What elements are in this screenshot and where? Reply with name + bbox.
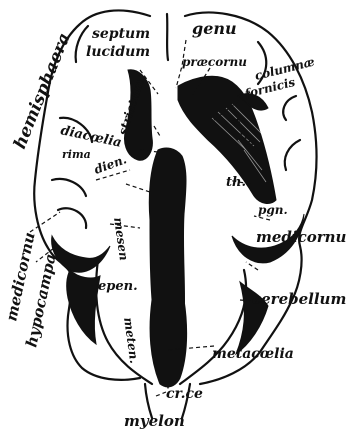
label-praecornu: præcornu	[182, 55, 247, 69]
label-septum: septum	[92, 26, 150, 42]
label-medicornu-right: medicornu	[256, 228, 347, 246]
left-medicornu	[52, 236, 110, 272]
label-crce: cr.ce	[166, 386, 203, 402]
longitudinal-fissure	[167, 14, 168, 60]
label-lucidum: lucidum	[86, 44, 150, 60]
label-pgn: pgn.	[258, 203, 288, 217]
label-genu: genu	[192, 19, 237, 38]
label-epen: epen.	[98, 279, 138, 294]
label-myelon: myelon	[124, 412, 185, 430]
label-diacoelia: diacœlia	[59, 123, 123, 151]
metacoelia	[150, 300, 187, 387]
label-meten: meten.	[121, 316, 141, 364]
label-metacoelia: metacœlia	[212, 346, 294, 362]
label-cerebellum: cerebellum	[252, 290, 346, 308]
label-th: th.	[226, 175, 246, 190]
label-rima: rima	[62, 148, 91, 161]
label-dien: dien.	[92, 152, 128, 177]
left-hypocampa-band	[67, 270, 100, 344]
label-mesen: mesen	[111, 216, 131, 261]
